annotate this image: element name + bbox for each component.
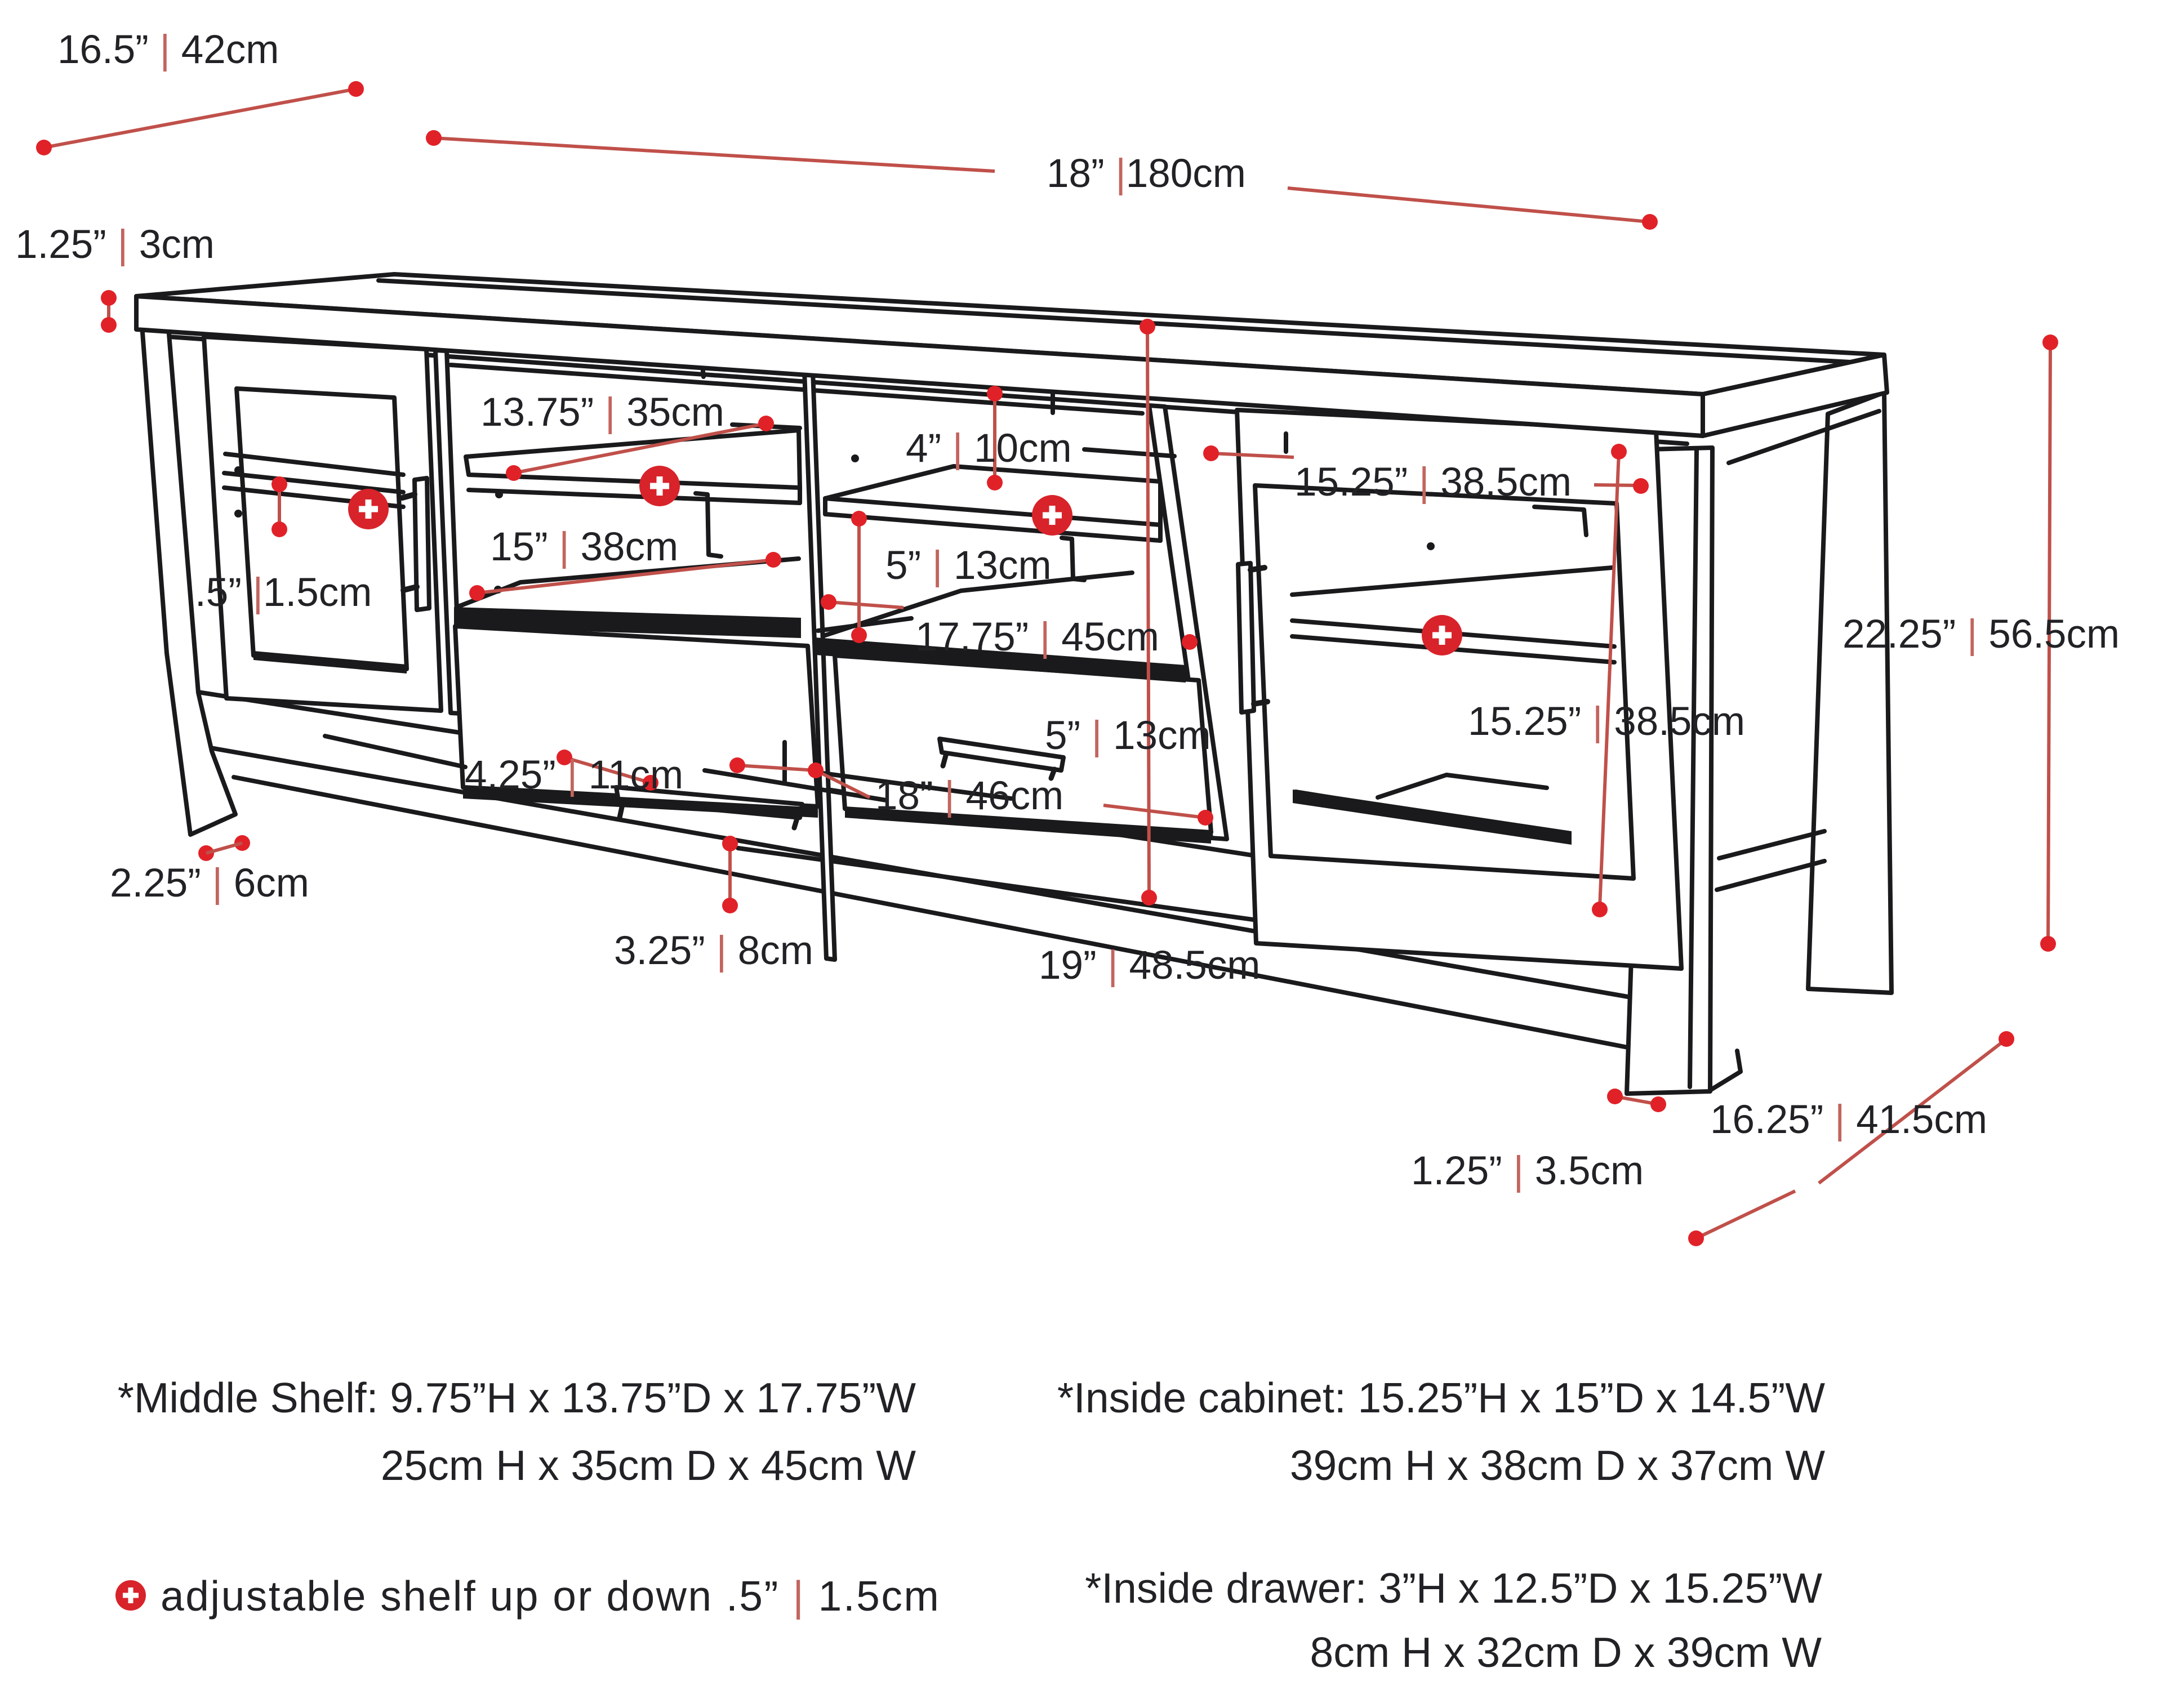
svg-text:25cm H x 35cm D x 45cm W: 25cm H x 35cm D x 45cm W	[381, 1442, 916, 1489]
svg-text:1.25” | 3cm: 1.25” | 3cm	[15, 222, 215, 267]
svg-text:.5” |1.5cm: .5” |1.5cm	[195, 570, 372, 615]
svg-text:16.5” | 42cm: 16.5” | 42cm	[57, 28, 279, 72]
svg-text:15.25” | 38.5cm: 15.25” | 38.5cm	[1468, 699, 1745, 744]
svg-text:2.25” | 6cm: 2.25” | 6cm	[110, 861, 309, 906]
svg-text:22.25” | 56.5cm: 22.25” | 56.5cm	[1842, 612, 2120, 657]
svg-text:*Middle Shelf: 9.75”H x 13.75”: *Middle Shelf: 9.75”H x 13.75”D x 17.75”…	[118, 1374, 916, 1421]
svg-text:4” | 10cm: 4” | 10cm	[906, 426, 1072, 471]
svg-text:17.75” | 45cm: 17.75” | 45cm	[915, 615, 1159, 659]
svg-text:5” | 13cm: 5” | 13cm	[885, 543, 1052, 588]
svg-text:13.75” | 35cm: 13.75” | 35cm	[480, 390, 724, 435]
svg-text:15” | 38cm: 15” | 38cm	[490, 525, 678, 569]
svg-text:*Inside drawer: 3”H x 12.5”D x: *Inside drawer: 3”H x 12.5”D x 15.25”W	[1085, 1564, 1822, 1612]
svg-text:15.25” | 38.5cm: 15.25” | 38.5cm	[1294, 460, 1572, 505]
svg-text:adjustable shelf up or down .5: adjustable shelf up or down .5” | 1.5cm	[161, 1572, 940, 1620]
svg-text:1.25” | 3.5cm: 1.25” | 3.5cm	[1411, 1149, 1644, 1193]
svg-text:18” | 46cm: 18” | 46cm	[875, 774, 1063, 818]
svg-text:3.25” | 8cm: 3.25” | 8cm	[614, 929, 813, 973]
svg-text:16.25” | 41.5cm: 16.25” | 41.5cm	[1710, 1098, 1987, 1142]
svg-text:19” | 48.5cm: 19” | 48.5cm	[1039, 943, 1260, 988]
svg-text:8cm H x 32cm D x 39cm W: 8cm H x 32cm D x 39cm W	[1310, 1629, 1822, 1676]
svg-text:*Inside cabinet: 15.25”H x 15”: *Inside cabinet: 15.25”H x 15”D x 14.5”W	[1057, 1374, 1825, 1421]
svg-text:39cm H x 38cm D x 37cm W: 39cm H x 38cm D x 37cm W	[1290, 1442, 1825, 1489]
svg-text:5” | 13cm: 5” | 13cm	[1045, 713, 1211, 758]
svg-text:18” |180cm: 18” |180cm	[1047, 151, 1246, 196]
svg-text:4.25” | 11cm: 4.25” | 11cm	[465, 753, 683, 797]
